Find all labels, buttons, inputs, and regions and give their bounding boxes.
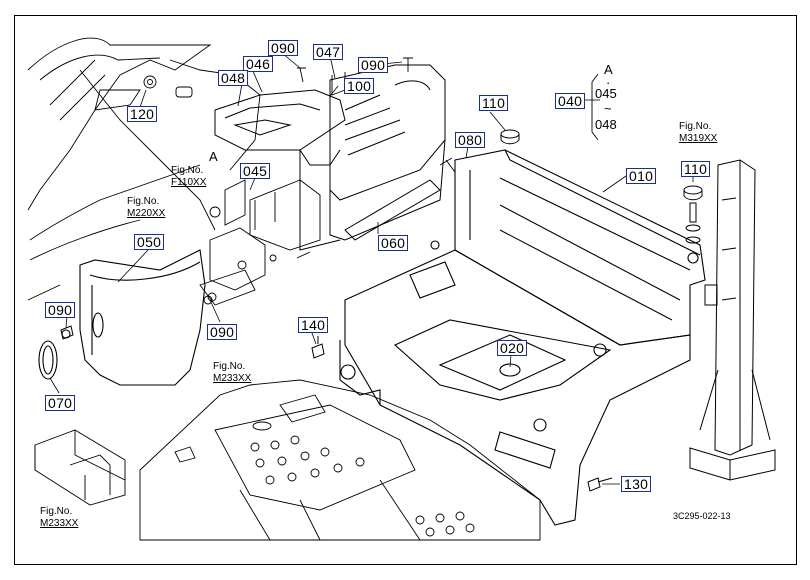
- callout-048[interactable]: 048: [218, 70, 249, 86]
- part-range-label: A · 045 ~ 048: [580, 60, 630, 140]
- callout-090-left[interactable]: 090: [45, 302, 76, 318]
- callout-046[interactable]: 046: [243, 56, 274, 72]
- left-chassis-outline: [27, 37, 261, 301]
- fig-ref-code: M233XX: [40, 518, 79, 529]
- lower-chassis-part: [139, 379, 541, 541]
- callout-010[interactable]: 010: [626, 168, 657, 184]
- range-to: 048: [595, 117, 617, 132]
- fig-ref-code: F110XX: [171, 177, 207, 188]
- fig-ref-label: Fig.No.: [213, 361, 246, 372]
- fig-ref-label: Fig.No.: [171, 165, 204, 176]
- callout-140[interactable]: 140: [298, 317, 329, 333]
- callout-110-right[interactable]: 110: [681, 161, 711, 177]
- fig-ref-code: M233XX: [213, 373, 252, 384]
- callout-090-top[interactable]: 090: [268, 40, 299, 56]
- drawing-id: 3C295-022-13: [673, 511, 731, 521]
- fig-ref-label: Fig.No.: [679, 121, 712, 132]
- range-bracket: [591, 73, 599, 141]
- bolt-parts: [60, 295, 613, 492]
- callout-130[interactable]: 130: [621, 476, 652, 492]
- callout-045[interactable]: 045: [240, 163, 271, 179]
- callout-040[interactable]: 040: [555, 93, 586, 109]
- range-tilde: ~: [604, 101, 612, 116]
- floor-plate-part: [339, 149, 706, 526]
- bracket-parts: [199, 57, 456, 306]
- callout-060[interactable]: 060: [378, 235, 409, 251]
- callout-020[interactable]: 020: [497, 340, 528, 356]
- fig-ref-code: M220XX: [127, 208, 166, 219]
- fig-ref-m233xx-left[interactable]: Fig.No. M233XX: [40, 506, 78, 530]
- fig-ref-f110xx[interactable]: Fig.No. F110XX: [171, 165, 206, 189]
- callout-090-bottom[interactable]: 090: [207, 324, 238, 340]
- plug-parts: [500, 129, 703, 244]
- fig-ref-m319xx[interactable]: Fig.No. M319XX: [679, 121, 717, 145]
- callout-070[interactable]: 070: [45, 395, 76, 411]
- callout-050[interactable]: 050: [134, 234, 165, 250]
- console-cover-part: [214, 64, 446, 251]
- fig-ref-code: M319XX: [679, 133, 718, 144]
- callout-110-left[interactable]: 110: [479, 95, 509, 111]
- right-post-part: [689, 159, 776, 481]
- callout-047[interactable]: 047: [313, 44, 344, 60]
- callout-090-right[interactable]: 090: [358, 57, 389, 73]
- callout-120[interactable]: 120: [127, 106, 158, 122]
- fig-ref-label: Fig.No.: [127, 196, 160, 207]
- fig-ref-m233xx-center[interactable]: Fig.No. M233XX: [213, 361, 251, 385]
- range-view-label: A: [604, 62, 613, 77]
- lower-left-bracket-part: [34, 429, 126, 506]
- callout-100[interactable]: 100: [344, 78, 375, 94]
- rail-part: [344, 179, 441, 241]
- fig-ref-m220xx[interactable]: Fig.No. M220XX: [127, 196, 165, 220]
- fig-ref-label: Fig.No.: [40, 506, 73, 517]
- callout-080[interactable]: 080: [455, 132, 486, 148]
- view-a-label: A: [209, 149, 218, 164]
- range-dot: ·: [606, 75, 611, 90]
- range-from: 045: [595, 86, 617, 101]
